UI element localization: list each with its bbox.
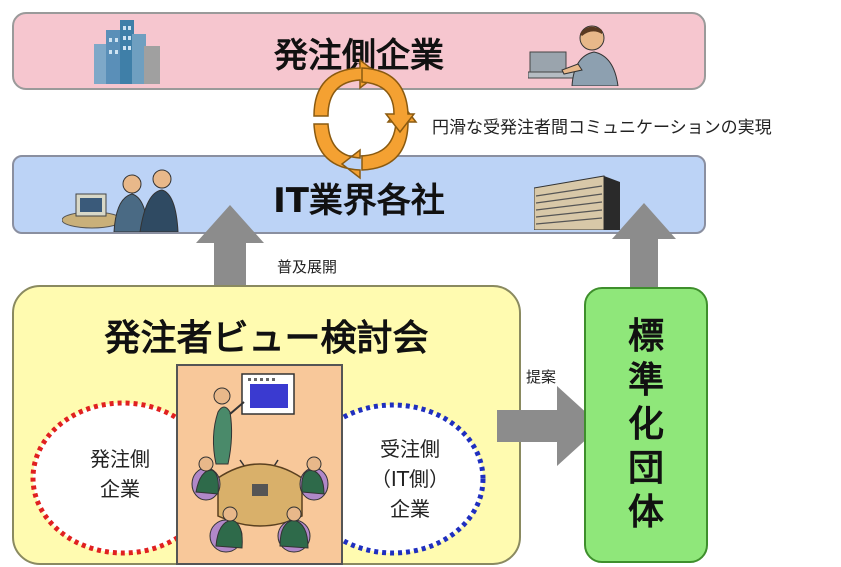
engineers-at-computer-icon [62,169,179,232]
vendor-side-line2: （IT側） [370,467,450,491]
dissemination-label: 普及展開 [277,258,338,276]
std-char-5: 体 [627,492,664,533]
vendor-side-line1: 受注側 [380,437,440,461]
std-char-2: 準 [627,360,664,401]
man-at-laptop-icon [528,25,619,86]
proposal-label: 提案 [526,368,557,386]
client-side-line2: 企業 [100,477,140,501]
std-char-3: 化 [627,404,664,445]
communication-label: 円滑な受発注者間コミュニケーションの実現 [432,118,772,138]
office-building-icon [534,175,620,230]
std-char-4: 団 [627,448,664,489]
vendor-side-oval-text: 受注側 （IT側） 企業 [345,434,475,524]
standardization-body-box: 標 準 化 団 体 [584,287,708,563]
council-title: 発注者ビュー検討会 [104,318,429,359]
it-industry-title: IT業界各社 [273,181,445,221]
client-side-oval-text: 発注側 企業 [60,444,180,504]
standardization-up-arrow-icon [612,203,676,297]
vendor-side-line3: 企業 [390,497,430,521]
client-side-line1: 発注側 [90,447,150,471]
standardization-body-title: 標 準 化 団 体 [586,315,706,535]
proposal-arrow-icon [497,386,601,466]
meeting-illustration [176,364,343,565]
dissemination-arrow-icon [196,205,264,301]
city-buildings-icon [94,20,160,84]
circular-arrows-icon [313,58,418,180]
meeting-illustration-icon [191,373,329,553]
std-char-1: 標 [627,316,664,357]
